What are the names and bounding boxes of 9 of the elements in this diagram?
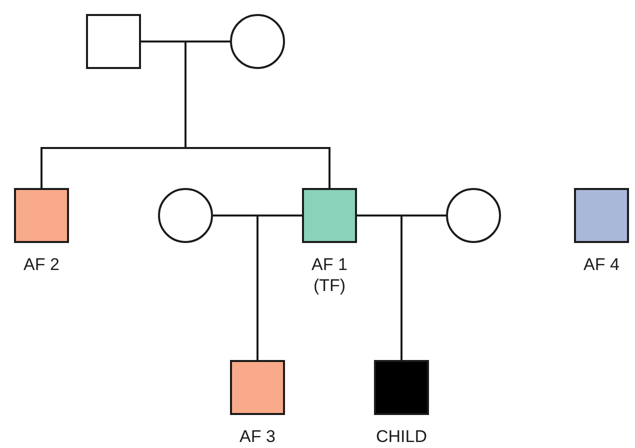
descent-line [184,40,330,188]
person-label: AF 3 [238,426,276,447]
descent-line [256,214,302,360]
person-label: AF 1 (TF) [310,254,348,296]
male-square [86,14,141,69]
person-label: AF 2 [22,254,60,275]
person-label: AF 4 [582,254,620,275]
descent-line [400,214,446,360]
person-label: CHILD [374,426,428,447]
